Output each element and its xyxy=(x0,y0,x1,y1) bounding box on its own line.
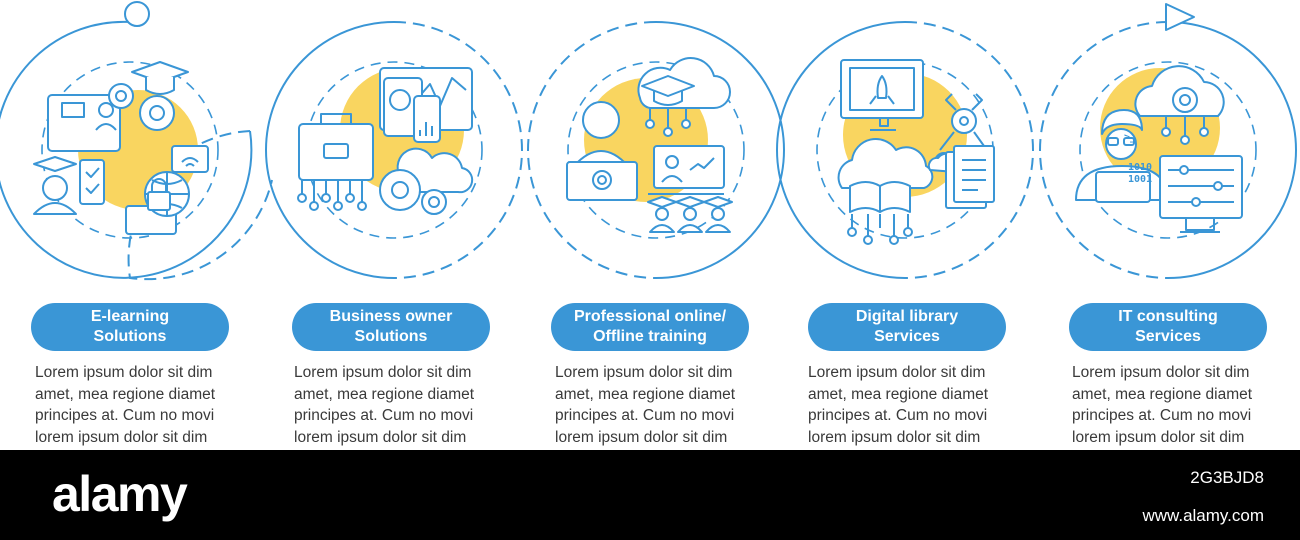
cloud-book-icon xyxy=(837,137,934,189)
ring-4 xyxy=(776,21,906,279)
step-2-title-pill: Business owner Solutions xyxy=(292,303,490,351)
step-4-title-pill: Digital library Services xyxy=(808,303,1006,351)
site-url: www.alamy.com xyxy=(1142,506,1264,525)
library-illustration xyxy=(837,59,995,245)
step-5-title-pill: IT consulting Services xyxy=(1069,303,1267,351)
step-1-description: Lorem ipsum dolor sit dim amet, mea regi… xyxy=(35,364,216,446)
elearning-illustration xyxy=(33,61,209,235)
ring-2 xyxy=(265,21,395,279)
infographic: >_ 1010 1001 E-learning Solutions Busine… xyxy=(0,1,1297,446)
svg-text:>_: >_ xyxy=(1124,132,1137,143)
start-circle-icon xyxy=(124,1,150,27)
step-5-description: Lorem ipsum dolor sit dim amet, mea regi… xyxy=(1072,364,1253,446)
step-2-description: Lorem ipsum dolor sit dim amet, mea regi… xyxy=(294,364,475,446)
business-illustration xyxy=(297,67,474,215)
step-3-title-pill: Professional online/ Offline training xyxy=(551,303,749,351)
step-1-title-pill: E-learning Solutions xyxy=(31,303,229,351)
students-icon xyxy=(647,196,733,233)
brand-logo: alamy xyxy=(52,466,188,522)
training-illustration xyxy=(566,57,733,233)
programmer-icon xyxy=(1101,109,1143,135)
step-5-title: IT consulting Services xyxy=(1118,308,1218,345)
step-1-title: E-learning Solutions xyxy=(90,308,170,345)
ring-1 xyxy=(0,20,253,279)
step-2-title: Business owner Solutions xyxy=(329,308,453,345)
step-4-title: Digital library Services xyxy=(855,308,959,345)
step-3-title: Professional online/ Offline training xyxy=(573,308,727,345)
svg-text:1010: 1010 xyxy=(1128,162,1152,173)
steps-diagram: >_ 1010 1001 xyxy=(0,1,1297,281)
it-consulting-illustration: >_ 1010 1001 xyxy=(1075,65,1243,233)
ring-5 xyxy=(1167,21,1297,279)
image-id: 2G3BJD8 xyxy=(1190,468,1264,487)
step-4-description: Lorem ipsum dolor sit dim amet, mea regi… xyxy=(808,364,989,446)
svg-text:1001: 1001 xyxy=(1128,174,1152,185)
watermark-footer: alamy 2G3BJD8 www.alamy.com xyxy=(0,450,1300,540)
play-arrow-icon xyxy=(1165,3,1195,31)
teacher-laptop-icon xyxy=(582,101,620,139)
binary-code-icon: >_ 1010 1001 xyxy=(1124,132,1152,185)
step-3-description: Lorem ipsum dolor sit dim amet, mea regi… xyxy=(555,364,736,446)
ring-3 xyxy=(655,21,785,279)
